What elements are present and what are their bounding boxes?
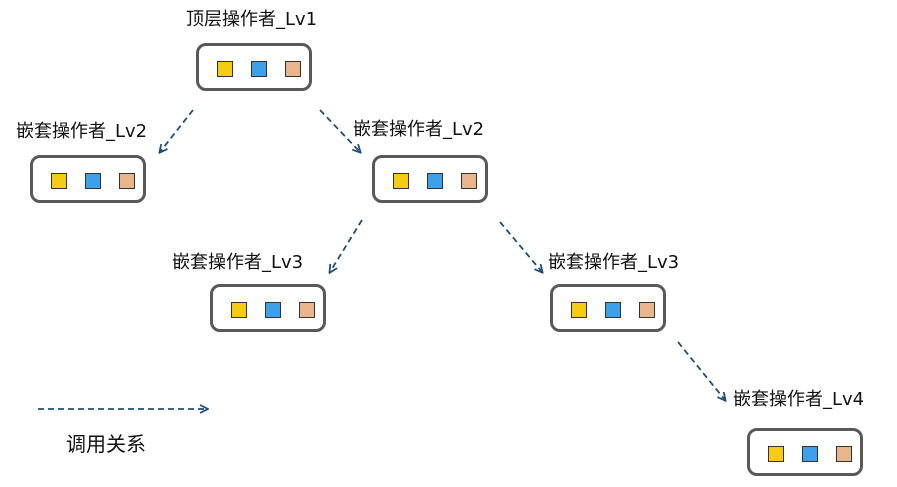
node-box-lv4 [747, 428, 863, 476]
edge-lv2b-lv3b [499, 221, 542, 272]
edge-lv3b-lv4 [677, 341, 725, 400]
yellow-square-icon [571, 302, 587, 318]
yellow-square-icon [217, 61, 233, 77]
blue-square-icon [802, 446, 818, 462]
yellow-square-icon [393, 173, 409, 189]
orange-square-icon [461, 173, 477, 189]
node-label-lv3-right: 嵌套操作者_Lv3 [548, 252, 680, 273]
edge-lv1-lv2a [160, 109, 194, 152]
node-box-lv2-left [30, 155, 146, 203]
node-label-lv1: 顶层操作者_Lv1 [186, 9, 318, 30]
orange-square-icon [285, 61, 301, 77]
yellow-square-icon [768, 446, 784, 462]
node-box-lv1 [196, 43, 312, 91]
yellow-square-icon [51, 173, 67, 189]
blue-square-icon [605, 302, 621, 318]
node-box-lv3-right [550, 284, 666, 332]
legend-label: 调用关系 [66, 432, 146, 456]
edge-lv2b-lv3a [330, 219, 363, 272]
blue-square-icon [85, 173, 101, 189]
orange-square-icon [119, 173, 135, 189]
yellow-square-icon [231, 302, 247, 318]
orange-square-icon [639, 302, 655, 318]
blue-square-icon [427, 173, 443, 189]
node-label-lv3-left: 嵌套操作者_Lv3 [172, 252, 304, 273]
blue-square-icon [251, 61, 267, 77]
node-label-lv2-right: 嵌套操作者_Lv2 [353, 119, 485, 140]
orange-square-icon [299, 302, 315, 318]
blue-square-icon [265, 302, 281, 318]
orange-square-icon [836, 446, 852, 462]
node-box-lv3-left [210, 284, 326, 332]
node-label-lv4: 嵌套操作者_Lv4 [733, 389, 865, 410]
node-label-lv2-left: 嵌套操作者_Lv2 [16, 121, 148, 142]
node-box-lv2-right [372, 155, 488, 203]
